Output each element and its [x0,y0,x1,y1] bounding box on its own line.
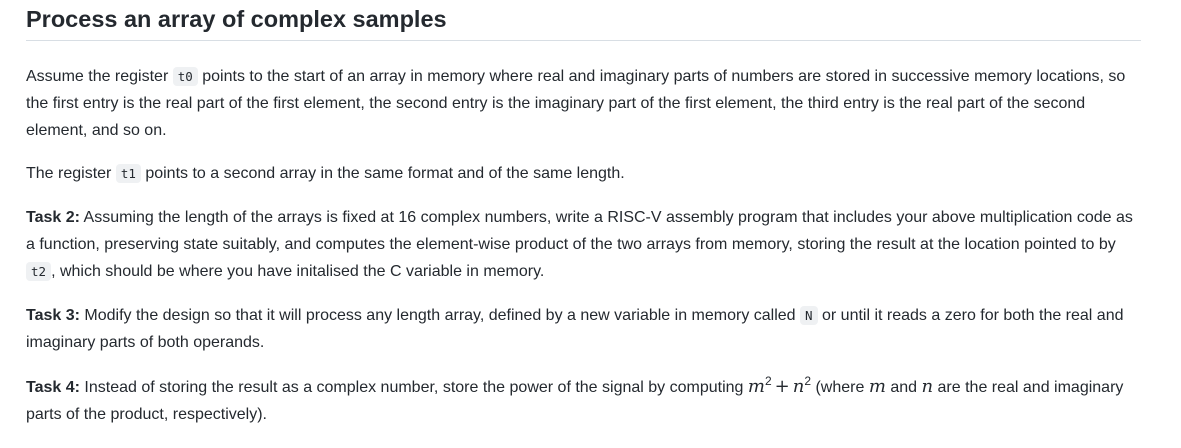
paragraph-text: or until it reads a zero for both the re… [26,307,1124,351]
paragraph-second-array: The register t1 points to a second array… [26,160,1141,187]
paragraph-text: points to the start of an array in memor… [26,68,1126,139]
task-label: Task 2: [26,209,80,226]
paragraph-text: Instead of storing the result as a compl… [79,379,748,396]
paragraph-text: (where [811,379,869,396]
math-exponent: 2 [764,374,772,388]
paragraph-task-3: Task 3: Modify the design so that it wil… [26,302,1141,356]
paragraph-text: and [885,379,922,396]
math-plus: + [774,376,790,397]
paragraph-task-4: Task 4: Instead of storing the result as… [26,373,1141,428]
paragraph-text: Assuming the length of the arrays is fix… [26,209,1133,253]
math-exponent: 2 [804,374,812,388]
math-m: m [868,376,886,397]
inline-code-t0: t0 [172,67,198,86]
paragraph-text: Assume the register [26,68,173,85]
paragraph-text: , which should be where you have initali… [51,263,545,280]
inline-code-t2: t2 [26,262,52,281]
math-n: n [792,376,805,397]
paragraph-text: The register [26,165,116,182]
document-body: Process an array of complex samples Assu… [26,0,1141,428]
inline-code-n: N [800,306,818,325]
paragraph-array-description: Assume the register t0 points to the sta… [26,63,1141,144]
task-label: Task 4: [26,379,80,396]
paragraph-text: Modify the design so that it will proces… [79,307,801,324]
paragraph-text: are the real and imaginary parts of the … [26,379,1124,423]
paragraph-text: points to a second array in the same for… [140,165,625,182]
task-label: Task 3: [26,307,80,324]
page-title: Process an array of complex samples [26,0,1141,41]
inline-code-t1: t1 [115,164,141,183]
math-m: m [747,376,765,397]
paragraph-task-2: Task 2: Assuming the length of the array… [26,204,1141,285]
math-n: n [921,376,934,397]
